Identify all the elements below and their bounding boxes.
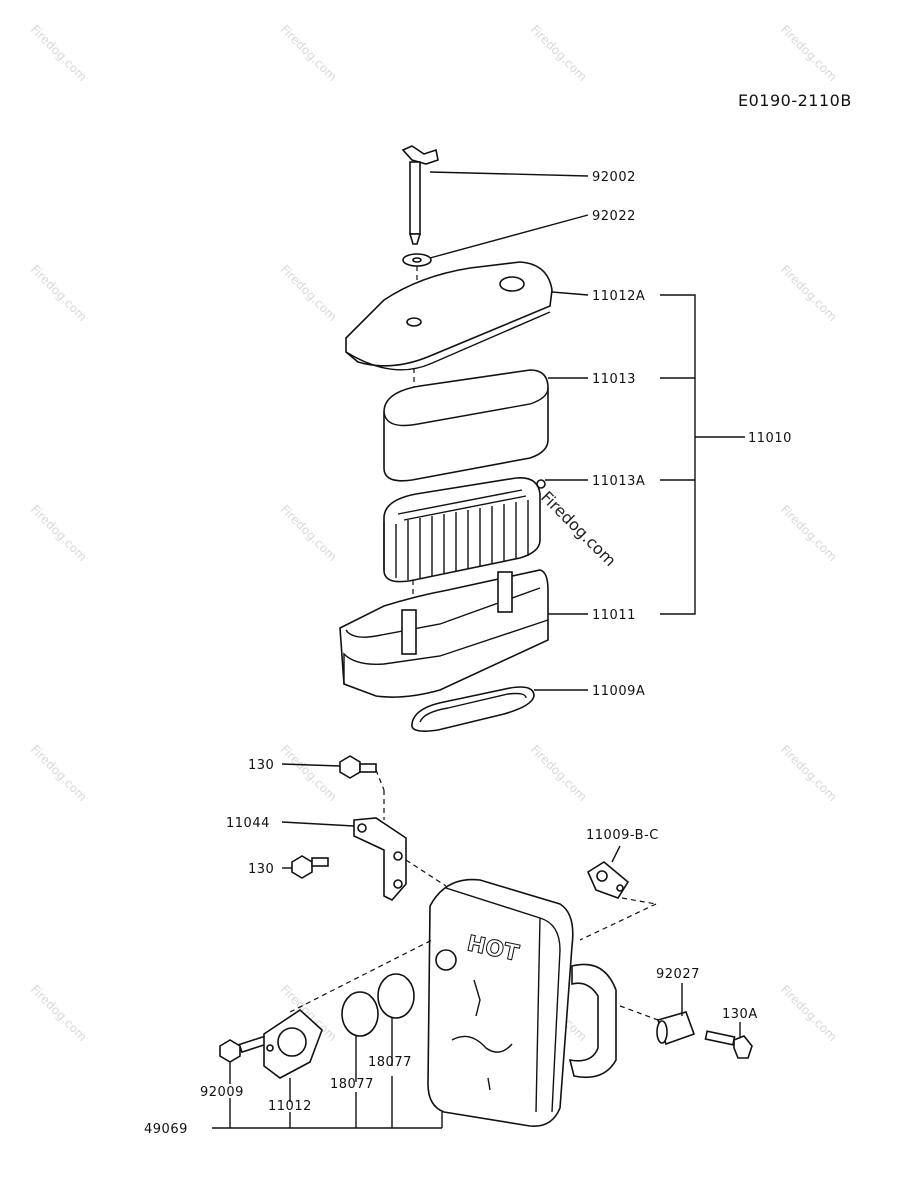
screen-plate-part: [341, 991, 379, 1037]
part-label-11013: 11013: [592, 372, 636, 387]
part-label-130A: 130A: [722, 1007, 758, 1022]
part-label-11013A: 11013A: [592, 474, 645, 489]
part-label-11010: 11010: [748, 431, 792, 446]
watermark: Firedog.com: [778, 982, 840, 1044]
part-label-11012A: 11012A: [592, 289, 645, 304]
watermark: Firedog.com: [528, 22, 590, 84]
muffler-body-part: HOT: [427, 878, 574, 1127]
part-label-18077-b: 18077: [330, 1077, 374, 1092]
bracket-part: [353, 817, 407, 901]
bolt-92009-part: [219, 1034, 270, 1063]
watermark: Firedog.com: [778, 262, 840, 324]
spacer-part: [656, 1011, 696, 1046]
part-label-11009A: 11009A: [592, 684, 645, 699]
exhaust-gasket-part: [586, 861, 630, 899]
watermark: Firedog.com: [28, 502, 90, 564]
watermark: Firedog.com: [278, 502, 340, 564]
watermark: Firedog.com: [278, 262, 340, 324]
watermark: Firedog.com: [778, 22, 840, 84]
watermark: Firedog.com: [28, 982, 90, 1044]
part-label-130-top: 130: [248, 758, 274, 773]
part-label-11009-b-c: 11009-B-C: [586, 828, 659, 843]
gasket-part: [411, 686, 535, 732]
part-label-92022: 92022: [592, 209, 636, 224]
diagram-code: E0190-2110B: [738, 91, 852, 110]
base-part: [339, 569, 549, 698]
wing-bolt-part: [401, 145, 439, 245]
watermark: Firedog.com: [28, 262, 90, 324]
watermark: Firedog.com: [278, 22, 340, 84]
watermark: Firedog.com: [778, 742, 840, 804]
part-label-18077-a: 18077: [368, 1055, 412, 1070]
cover-part: [345, 261, 553, 371]
part-label-92009: 92009: [200, 1085, 244, 1100]
bolt-130-mid-part: [291, 855, 329, 879]
bolt-130A-part: [704, 1030, 753, 1059]
watermark: Firedog.com: [28, 22, 90, 84]
air-element-part: [383, 477, 546, 583]
air-cleaner-assembly: [339, 145, 553, 732]
pre-cleaner-part: [383, 369, 549, 482]
screen-plate-part: [377, 973, 415, 1019]
part-label-92027: 92027: [656, 967, 700, 982]
muffler-leaders: [212, 763, 741, 1129]
watermark: Firedog.com: [778, 502, 840, 564]
watermark: Firedog.com: [528, 742, 590, 804]
watermark: Firedog.com: [278, 742, 340, 804]
exhaust-pipe-part: [568, 963, 617, 1079]
part-label-11044: 11044: [226, 816, 270, 831]
part-label-11012: 11012: [268, 1099, 312, 1114]
part-label-92002: 92002: [592, 170, 636, 185]
part-label-11011: 11011: [592, 608, 636, 623]
bolt-130-top-part: [339, 755, 377, 779]
part-label-130-mid: 130: [248, 862, 274, 877]
part-label-49069: 49069: [144, 1122, 188, 1137]
muffler-assembly: HOT: [219, 755, 753, 1127]
air-cleaner-leaders: [429, 171, 745, 691]
flange-part: [263, 1008, 323, 1079]
watermark: Firedog.com: [28, 742, 90, 804]
center-watermark: Firedog.com: [537, 487, 620, 570]
